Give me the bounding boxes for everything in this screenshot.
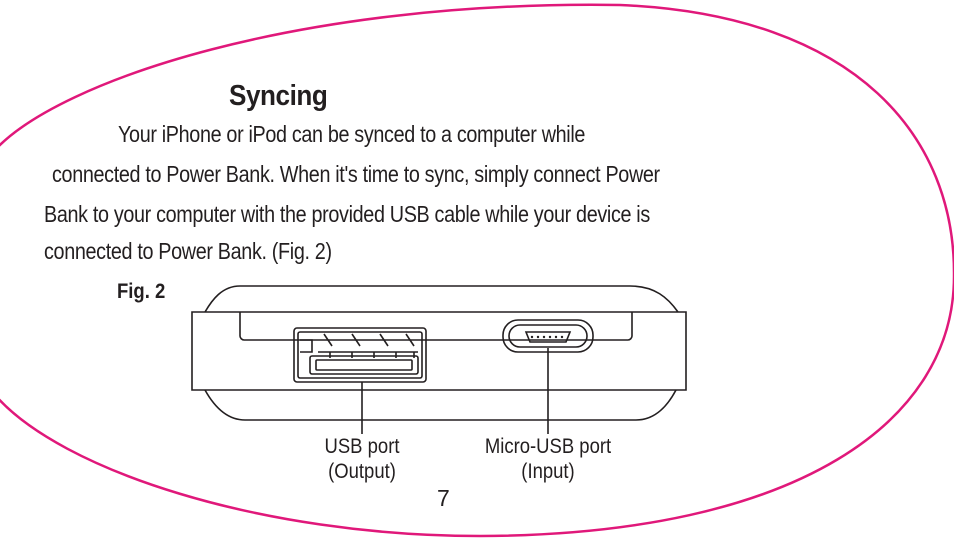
- device-body-bottom: [204, 389, 677, 421]
- device-face-panel: [239, 312, 633, 341]
- paragraph-line-4: connected to Power Bank. (Fig. 2): [44, 238, 332, 264]
- paragraph-line-3: Bank to your computer with the provided …: [44, 201, 650, 227]
- paragraph-line-2: connected to Power Bank. When it's time …: [52, 161, 660, 187]
- device-body-outline: [191, 285, 687, 391]
- usb-port-label: USB port: [324, 435, 400, 458]
- usb-port-sublabel: (Output): [328, 460, 396, 483]
- figure-label: Fig. 2: [117, 280, 166, 303]
- usb-port-callout: USB port (Output): [318, 434, 406, 484]
- section-heading: Syncing: [229, 80, 328, 112]
- micro-usb-port-label: Micro-USB port: [484, 435, 612, 458]
- micro-usb-port-callout: Micro-USB port (Input): [478, 434, 619, 484]
- oval-frame-top: [0, 3, 954, 275]
- oval-frame-bottom: [0, 275, 954, 538]
- micro-usb-pins: [530, 335, 564, 339]
- usb-port-drawing: [293, 327, 427, 383]
- page-number: 7: [437, 485, 450, 511]
- paragraph-line-1: Your iPhone or iPod can be synced to a c…: [118, 121, 586, 147]
- micro-usb-port-drawing: [502, 319, 594, 353]
- micro-usb-port-sublabel: (Input): [521, 460, 575, 483]
